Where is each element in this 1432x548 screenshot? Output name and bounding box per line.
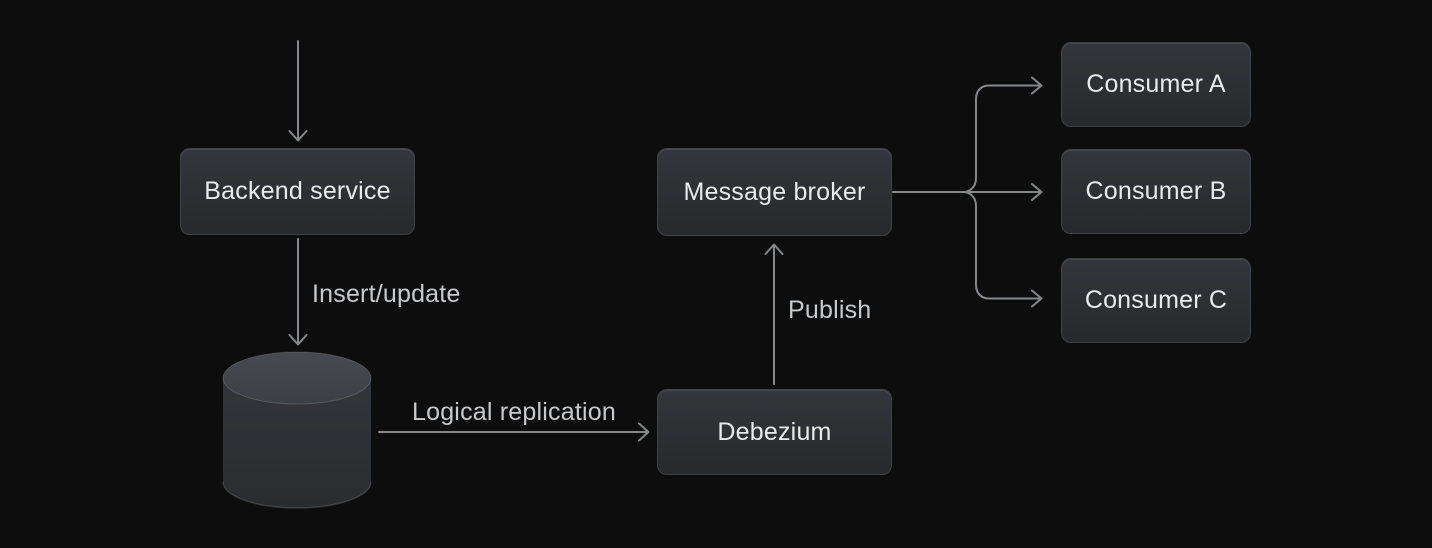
node-consumer-b-label: Consumer B bbox=[1085, 177, 1227, 205]
node-consumer-a-label: Consumer A bbox=[1086, 70, 1226, 98]
edge-broker-to-consumers-fork bbox=[892, 76, 1043, 308]
node-debezium: Debezium bbox=[657, 389, 892, 475]
edge-label-publish: Publish bbox=[788, 296, 872, 324]
edge-debezium-to-broker-arrow bbox=[764, 243, 784, 385]
edge-label-logical-replication: Logical replication bbox=[412, 398, 616, 426]
node-consumer-a: Consumer A bbox=[1061, 42, 1251, 127]
node-backend-service-label: Backend service bbox=[204, 177, 391, 205]
edge-top-to-backend-arrow bbox=[288, 40, 308, 142]
node-message-broker: Message broker bbox=[657, 148, 892, 236]
node-consumer-b: Consumer B bbox=[1061, 149, 1251, 234]
node-backend-service: Backend service bbox=[180, 148, 415, 235]
node-consumer-c: Consumer C bbox=[1061, 258, 1251, 343]
node-message-broker-label: Message broker bbox=[683, 177, 866, 206]
node-debezium-label: Debezium bbox=[717, 417, 832, 446]
edge-backend-to-database-arrow bbox=[288, 238, 308, 346]
node-consumer-c-label: Consumer C bbox=[1084, 286, 1228, 314]
edge-label-insert-update: Insert/update bbox=[312, 280, 461, 308]
